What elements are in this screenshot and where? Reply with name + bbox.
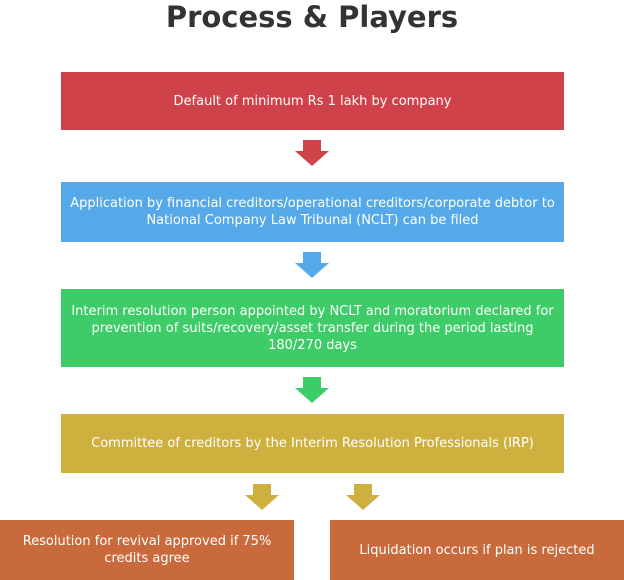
outcome-liquidation-box: Liquidation occurs if plan is rejected bbox=[330, 520, 624, 580]
arrow-down-icon bbox=[295, 140, 329, 166]
arrow-down-icon bbox=[295, 252, 329, 278]
step-interim-resolution-text: Interim resolution person appointed by N… bbox=[71, 303, 554, 353]
step-committee-text: Committee of creditors by the Interim Re… bbox=[91, 436, 534, 451]
step-committee-box: Committee of creditors by the Interim Re… bbox=[61, 414, 564, 473]
step-default-box: Default of minimum Rs 1 lakh by company bbox=[61, 72, 564, 130]
step-interim-resolution-box: Interim resolution person appointed by N… bbox=[61, 289, 564, 367]
outcome-liquidation-text: Liquidation occurs if plan is rejected bbox=[359, 542, 595, 558]
step-application-text: Application by financial creditors/opera… bbox=[70, 196, 555, 228]
arrow-down-icon bbox=[295, 377, 329, 403]
arrow-down-left-icon bbox=[245, 484, 279, 510]
outcome-revival-text: Resolution for revival approved if 75% c… bbox=[22, 534, 272, 566]
arrow-down-right-icon bbox=[346, 484, 380, 510]
outcome-revival-box: Resolution for revival approved if 75% c… bbox=[0, 520, 294, 580]
step-application-box: Application by financial creditors/opera… bbox=[61, 182, 564, 242]
step-default-text: Default of minimum Rs 1 lakh by company bbox=[173, 93, 452, 109]
diagram-title: Process & Players bbox=[165, 0, 459, 34]
